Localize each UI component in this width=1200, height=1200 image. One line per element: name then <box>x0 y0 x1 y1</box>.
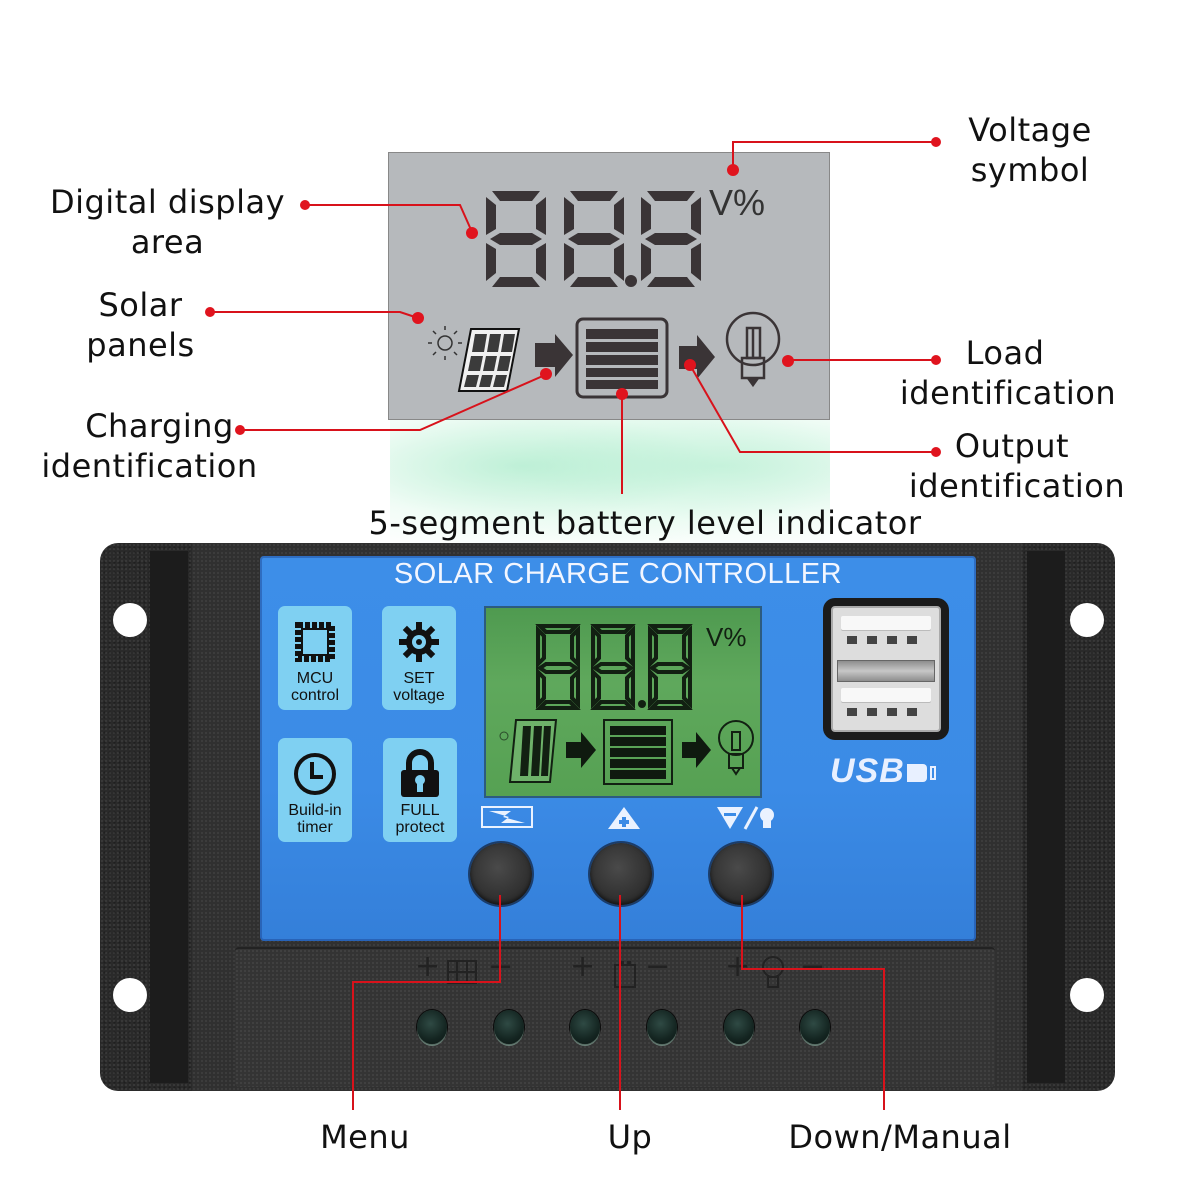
up-button[interactable] <box>590 843 652 905</box>
load-bulb-icon <box>725 311 781 388</box>
device-lcd-screen: V% <box>484 606 762 798</box>
usb-port-dual[interactable] <box>823 598 949 740</box>
battery-level-icon <box>575 317 669 399</box>
lcd-unit-symbol: V% <box>706 622 746 652</box>
label-voltage-symbol: Voltage symbol <box>968 111 1092 189</box>
down-minus-bulb-icon <box>717 806 774 830</box>
label-up: Up <box>607 1118 653 1156</box>
chip-icon <box>278 614 352 670</box>
enlarged-lcd-diagram: V% <box>388 152 830 420</box>
up-plus-icon <box>608 807 640 829</box>
battery-terminal-icon <box>614 961 636 988</box>
label-menu: Menu <box>320 1118 410 1156</box>
terminal-plus-solar: + <box>415 949 441 984</box>
sun-icon <box>428 326 462 360</box>
menu-button[interactable] <box>470 843 532 905</box>
label-load-identification: Load identification <box>899 334 1117 412</box>
panel-title: SOLAR CHARGE CONTROLLER <box>393 558 843 590</box>
label-down-manual: Down/Manual <box>788 1118 1012 1156</box>
terminal-screw-2[interactable] <box>494 1010 524 1044</box>
gear-icon <box>382 614 456 670</box>
label-output-identification: Output identification <box>908 427 1126 505</box>
lcd-bulb-icon <box>718 720 754 776</box>
solar-panel-icon <box>457 328 521 392</box>
label-solar-panels: Solar panels <box>86 286 195 364</box>
down-manual-button[interactable] <box>710 843 772 905</box>
mount-hole-top-right <box>1070 603 1104 637</box>
seven-segment-display: V% <box>428 182 781 399</box>
right-flange-groove <box>1027 551 1065 1083</box>
terminal-plus-load: + <box>725 949 751 984</box>
lcd-charging-arrow-icon <box>566 732 596 768</box>
terminal-minus-load: − <box>800 949 826 984</box>
voltage-percent-symbol: V% <box>709 182 765 223</box>
terminal-screw-6[interactable] <box>800 1010 830 1044</box>
mount-hole-top-left <box>113 603 147 637</box>
terminal-minus-solar: − <box>488 949 514 984</box>
label-digital-display-area: Digital display area <box>49 183 286 261</box>
label-charging-identification: Charging identification <box>41 407 258 485</box>
terminal-screw-1[interactable] <box>417 1010 447 1044</box>
lcd-solar-panel-icon <box>508 719 558 783</box>
solar-terminal-icon <box>447 960 477 984</box>
lock-icon <box>383 746 457 802</box>
terminal-plus-battery: + <box>570 949 596 984</box>
usb-logo: USB <box>830 752 950 791</box>
label-battery-level-indicator: 5-segment battery level indicator <box>368 504 922 542</box>
terminal-minus-battery: − <box>645 949 671 984</box>
mount-hole-bottom-left <box>113 978 147 1012</box>
load-terminal-icon <box>762 956 784 988</box>
terminal-screw-3[interactable] <box>570 1010 600 1044</box>
lcd-battery-icon <box>603 719 673 785</box>
mount-hole-bottom-right <box>1070 978 1104 1012</box>
menu-switch-icon <box>481 806 533 828</box>
charging-arrow-icon <box>535 334 573 377</box>
output-arrow-icon <box>679 335 715 379</box>
usb-plug-icon <box>906 764 927 783</box>
lcd-output-arrow-icon <box>682 732 711 768</box>
terminal-screw-4[interactable] <box>647 1010 677 1044</box>
left-flange-groove <box>150 551 188 1083</box>
terminal-screw-5[interactable] <box>724 1010 754 1044</box>
clock-icon <box>278 746 352 802</box>
